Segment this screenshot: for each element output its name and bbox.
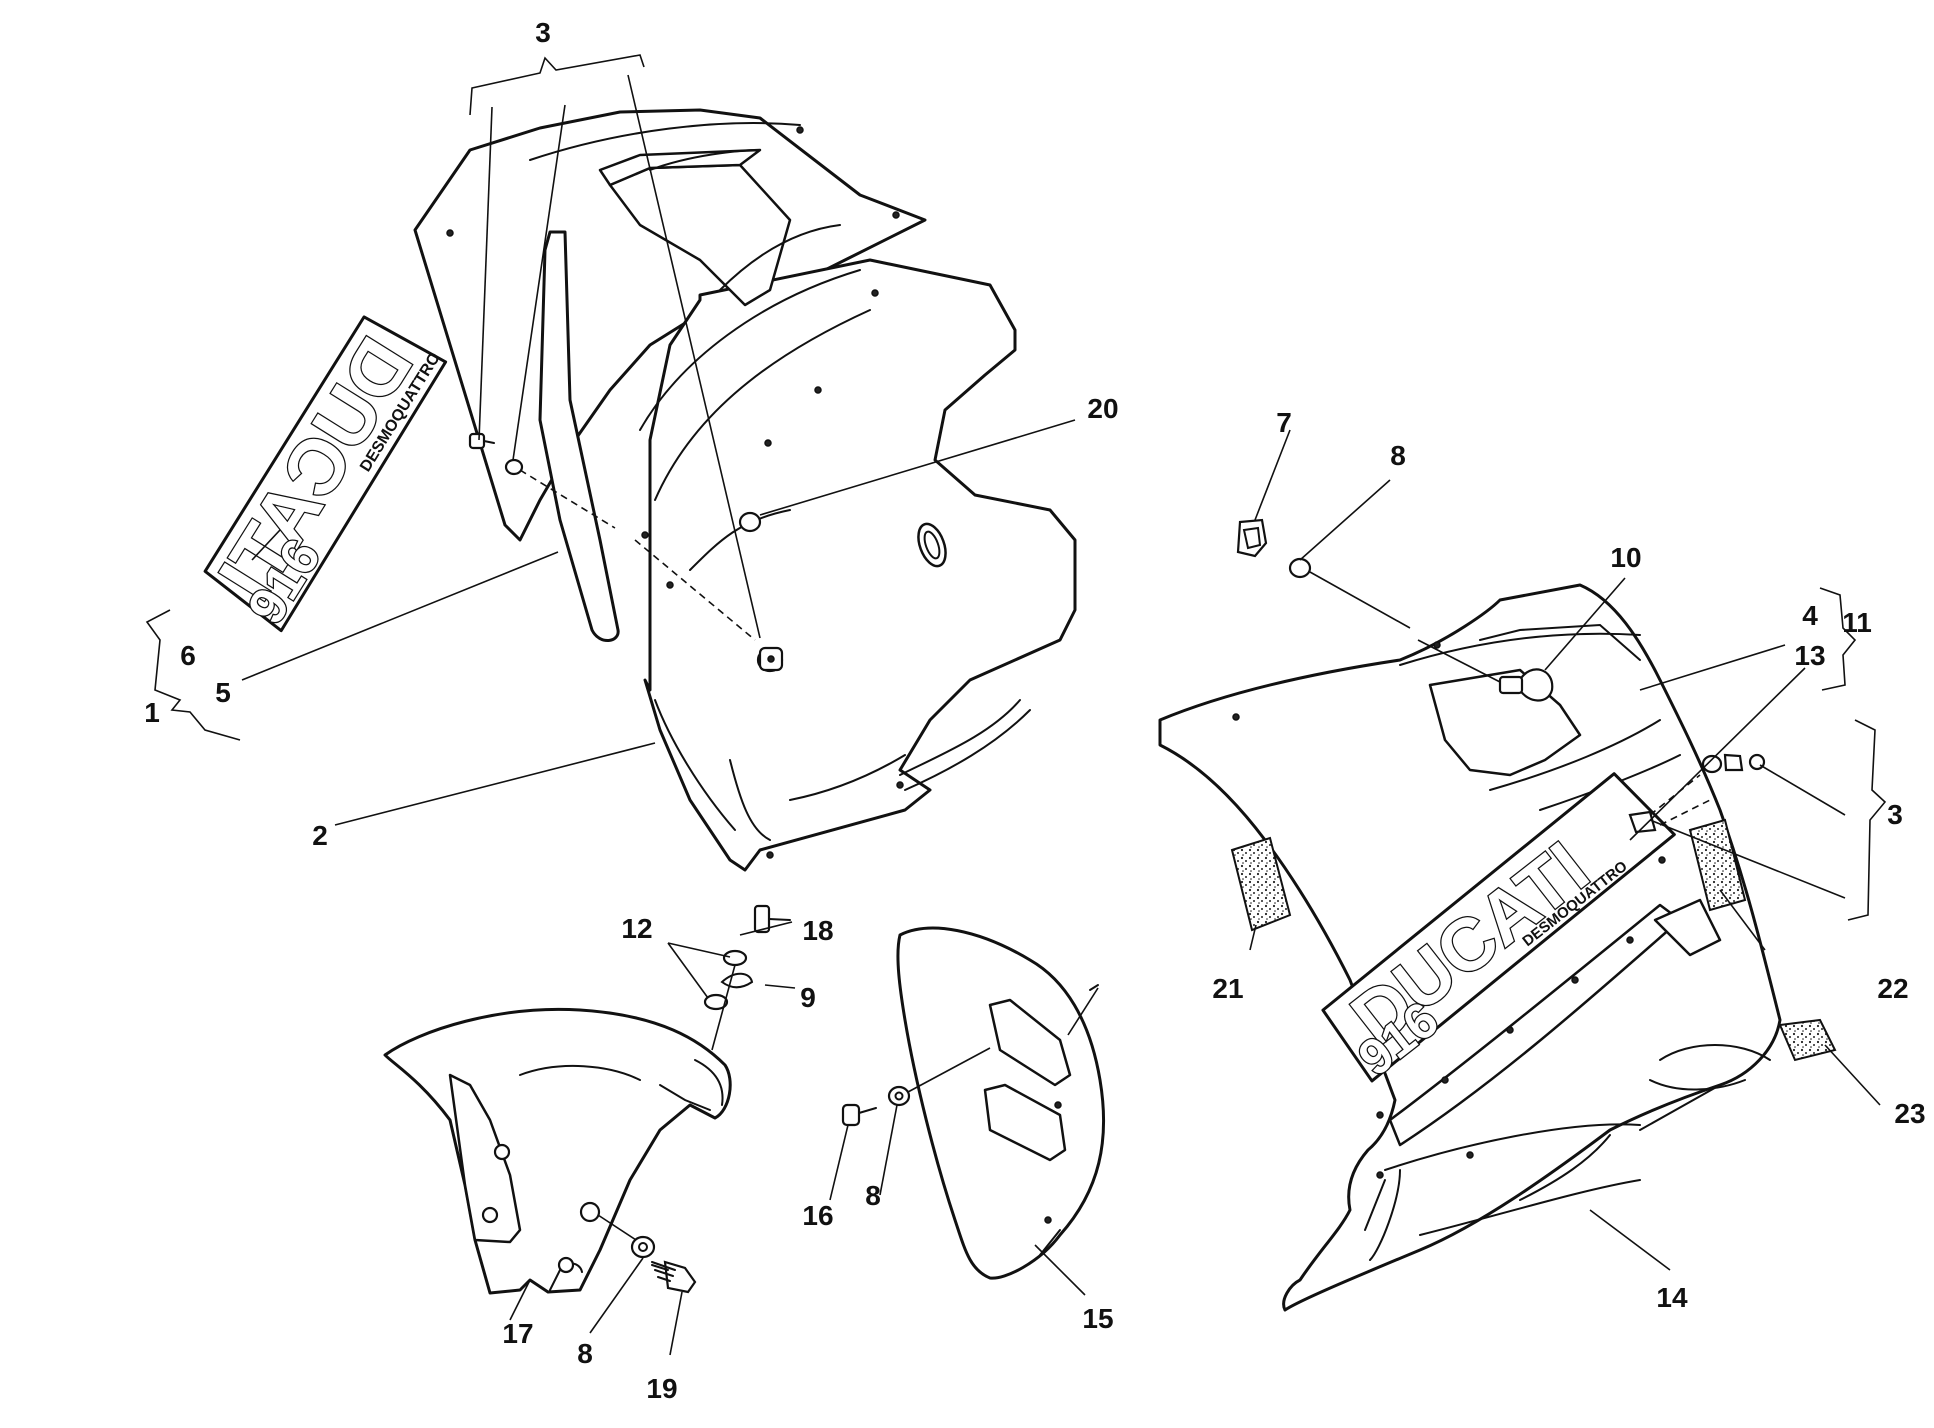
front-fender — [383, 1007, 732, 1295]
callout-15: 15 — [1082, 1303, 1113, 1334]
callout-13: 13 — [1794, 640, 1825, 671]
right-hardware — [1236, 518, 1766, 834]
left-fairing — [413, 108, 1077, 872]
callout-9: 9 — [800, 982, 816, 1013]
callout-12: 12 — [621, 913, 652, 944]
callout-22: 22 — [1877, 973, 1908, 1004]
callout-19: 19 — [646, 1373, 677, 1404]
foam-pad-21 — [1230, 836, 1292, 932]
callout-18: 18 — [802, 915, 833, 946]
callout-labels: 1 2 3 3 4 5 6 7 8 8 8 9 10 11 12 13 14 1… — [144, 17, 1925, 1404]
callout-23: 23 — [1894, 1098, 1925, 1129]
callout-11: 11 — [1842, 607, 1872, 638]
callout-8-right: 8 — [1390, 440, 1406, 471]
callout-5: 5 — [215, 677, 231, 708]
callout-21: 21 — [1212, 973, 1243, 1004]
callout-8-fender: 8 — [577, 1338, 593, 1369]
left-decal: DUCATI DESMOQUATTRO 916 — [200, 315, 448, 635]
callout-7: 7 — [1276, 407, 1292, 438]
leader-lines — [241, 74, 1881, 1356]
callout-4: 4 — [1802, 600, 1818, 631]
side-panel — [841, 926, 1106, 1280]
foam-pads — [1230, 818, 1837, 1062]
foam-pad-22 — [1688, 818, 1747, 912]
braces — [145, 54, 1887, 921]
callout-16: 16 — [802, 1200, 833, 1231]
callout-2: 2 — [312, 820, 328, 851]
callout-14: 14 — [1656, 1282, 1688, 1313]
callout-10: 10 — [1610, 542, 1641, 573]
callout-17: 17 — [502, 1318, 533, 1349]
callout-6: 6 — [180, 640, 196, 671]
callout-3-top: 3 — [535, 17, 551, 48]
callout-20: 20 — [1087, 393, 1118, 424]
foam-pad-23 — [1778, 1018, 1837, 1062]
callout-8-panel: 8 — [865, 1180, 881, 1211]
callout-1: 1 — [144, 697, 160, 728]
trim-strip — [538, 230, 620, 642]
callout-3-right: 3 — [1887, 799, 1903, 830]
left-fasteners — [468, 432, 784, 673]
fender-hardware — [579, 904, 791, 1294]
